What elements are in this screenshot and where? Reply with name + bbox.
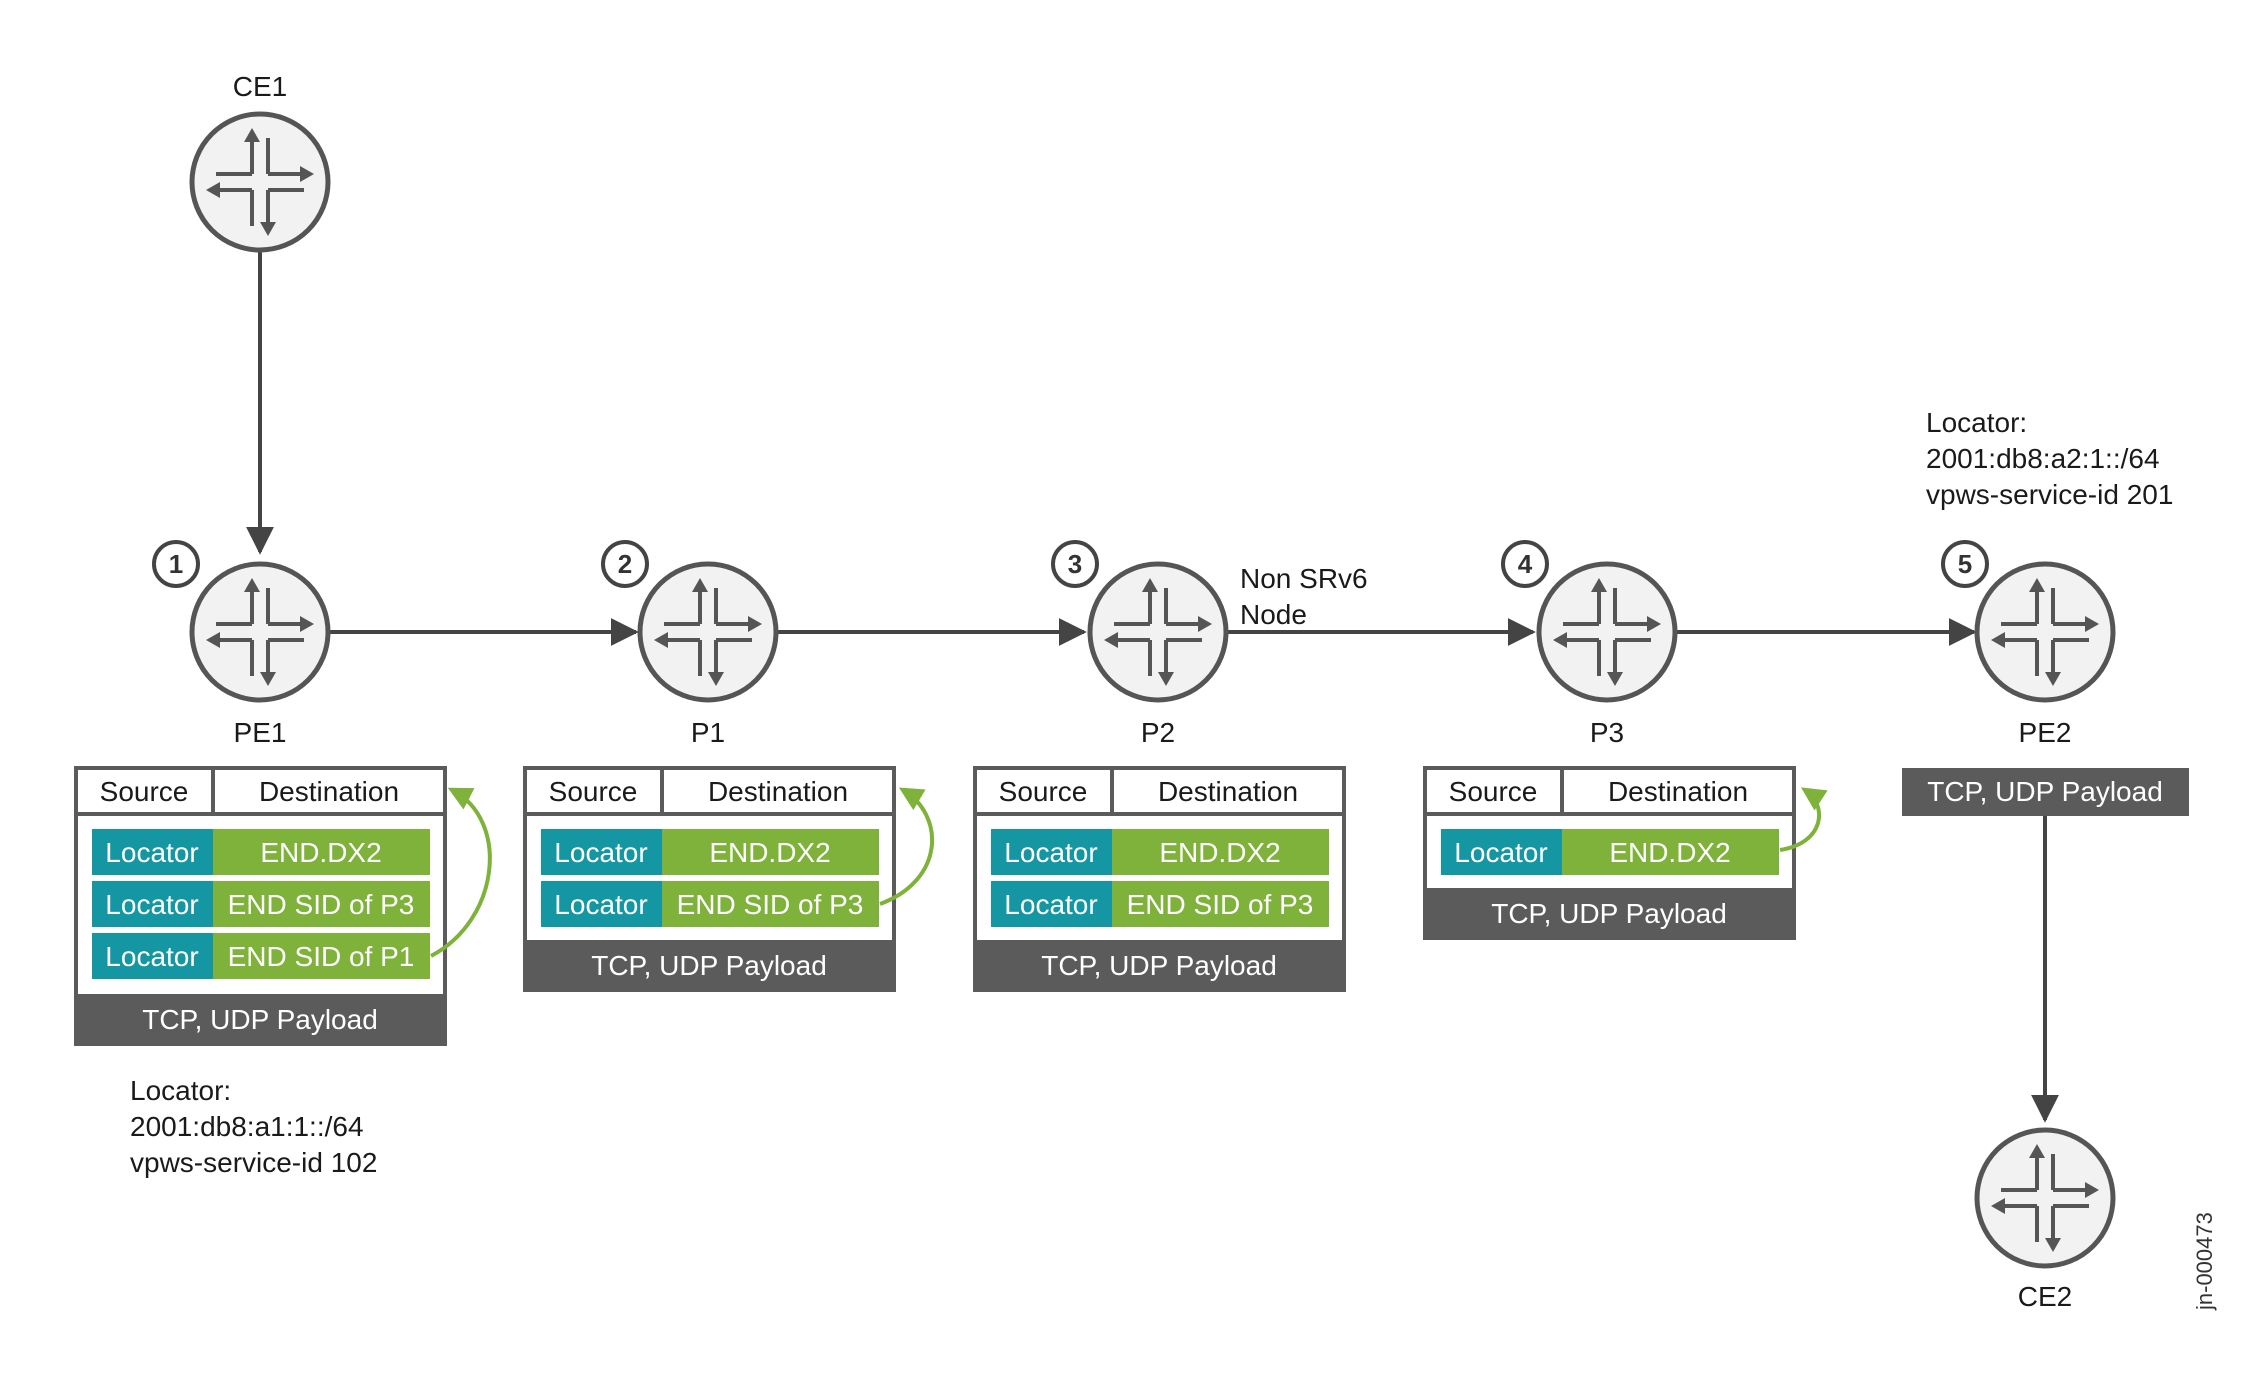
row-sid: END SID of P1 xyxy=(228,941,415,972)
row-sid: END SID of P3 xyxy=(1127,889,1314,920)
header-source: Source xyxy=(1449,776,1538,807)
sid-pointer-curve xyxy=(879,787,935,906)
packet-pe2: TCP, UDP Payload xyxy=(1902,768,2189,816)
packet-pe1: Source Destination Locator END.DX2 Locat… xyxy=(74,766,492,1046)
router-p3: P3 xyxy=(1539,564,1675,748)
figure-id: jn-000473 xyxy=(2192,1212,2217,1311)
router-p1: P1 xyxy=(640,564,776,748)
locator-heading: Locator: xyxy=(1926,407,2027,438)
step-number: 4 xyxy=(1518,549,1533,579)
row-locator: Locator xyxy=(1004,889,1097,920)
step-number: 2 xyxy=(618,549,632,579)
router-pe2: PE2 xyxy=(1977,564,2113,748)
header-source: Source xyxy=(100,776,189,807)
router-label-pe1: PE1 xyxy=(234,717,287,748)
row-sid: END SID of P3 xyxy=(228,889,415,920)
sid-pointer-curve xyxy=(1779,787,1828,852)
header-source: Source xyxy=(549,776,638,807)
packet-p1: Source Destination Locator END.DX2 Locat… xyxy=(523,766,935,992)
locator-prefix: 2001:db8:a2:1::/64 xyxy=(1926,443,2160,474)
p2-note-line-2: Node xyxy=(1240,599,1307,630)
router-p2: P2 xyxy=(1090,564,1226,748)
packet-p2: Source Destination Locator END.DX2 Locat… xyxy=(973,766,1346,992)
step-badge-1: 1 xyxy=(152,540,200,588)
router-label-p2: P2 xyxy=(1141,717,1175,748)
packet-p3: Source Destination Locator END.DX2 TCP, … xyxy=(1423,766,1828,940)
p2-note-line-1: Non SRv6 xyxy=(1240,563,1368,594)
pe1-locator-note: Locator: 2001:db8:a1:1::/64 vpws-service… xyxy=(130,1075,377,1178)
router-pe1: PE1 xyxy=(192,564,328,748)
row-locator: Locator xyxy=(1004,837,1097,868)
row-locator: Locator xyxy=(554,837,647,868)
payload-label: TCP, UDP Payload xyxy=(1041,950,1277,981)
sid-pointer-curve xyxy=(430,787,492,958)
step-number: 3 xyxy=(1068,549,1082,579)
step-badge-2: 2 xyxy=(601,540,649,588)
header-destination: Destination xyxy=(1158,776,1298,807)
row-locator: Locator xyxy=(105,889,198,920)
router-label-ce1: CE1 xyxy=(233,71,287,102)
locator-prefix: 2001:db8:a1:1::/64 xyxy=(130,1111,364,1142)
row-sid: END.DX2 xyxy=(1159,837,1280,868)
row-locator: Locator xyxy=(105,837,198,868)
vpws-service-id: vpws-service-id 201 xyxy=(1926,479,2173,510)
row-locator: Locator xyxy=(554,889,647,920)
row-locator: Locator xyxy=(105,941,198,972)
header-source: Source xyxy=(999,776,1088,807)
row-sid: END.DX2 xyxy=(709,837,830,868)
payload-label: TCP, UDP Payload xyxy=(1927,776,2163,807)
row-locator: Locator xyxy=(1454,837,1547,868)
payload-label: TCP, UDP Payload xyxy=(1491,898,1727,929)
locator-heading: Locator: xyxy=(130,1075,231,1106)
step-badge-5: 5 xyxy=(1941,540,1989,588)
step-number: 1 xyxy=(169,549,183,579)
router-ce1: CE1 xyxy=(192,71,328,250)
router-label-p1: P1 xyxy=(691,717,725,748)
row-sid: END.DX2 xyxy=(260,837,381,868)
header-destination: Destination xyxy=(1608,776,1748,807)
vpws-service-id: vpws-service-id 102 xyxy=(130,1147,377,1178)
router-label-p3: P3 xyxy=(1590,717,1624,748)
row-sid: END SID of P3 xyxy=(677,889,864,920)
payload-label: TCP, UDP Payload xyxy=(142,1004,378,1035)
step-badge-3: 3 xyxy=(1051,540,1099,588)
router-ce2: CE2 xyxy=(1977,1130,2113,1312)
header-destination: Destination xyxy=(708,776,848,807)
row-sid: END.DX2 xyxy=(1609,837,1730,868)
step-number: 5 xyxy=(1958,549,1972,579)
step-badge-4: 4 xyxy=(1501,540,1549,588)
router-label-pe2: PE2 xyxy=(2019,717,2072,748)
payload-label: TCP, UDP Payload xyxy=(591,950,827,981)
pe2-locator-note: Locator: 2001:db8:a2:1::/64 vpws-service… xyxy=(1926,407,2173,510)
router-label-ce2: CE2 xyxy=(2018,1281,2072,1312)
header-destination: Destination xyxy=(259,776,399,807)
